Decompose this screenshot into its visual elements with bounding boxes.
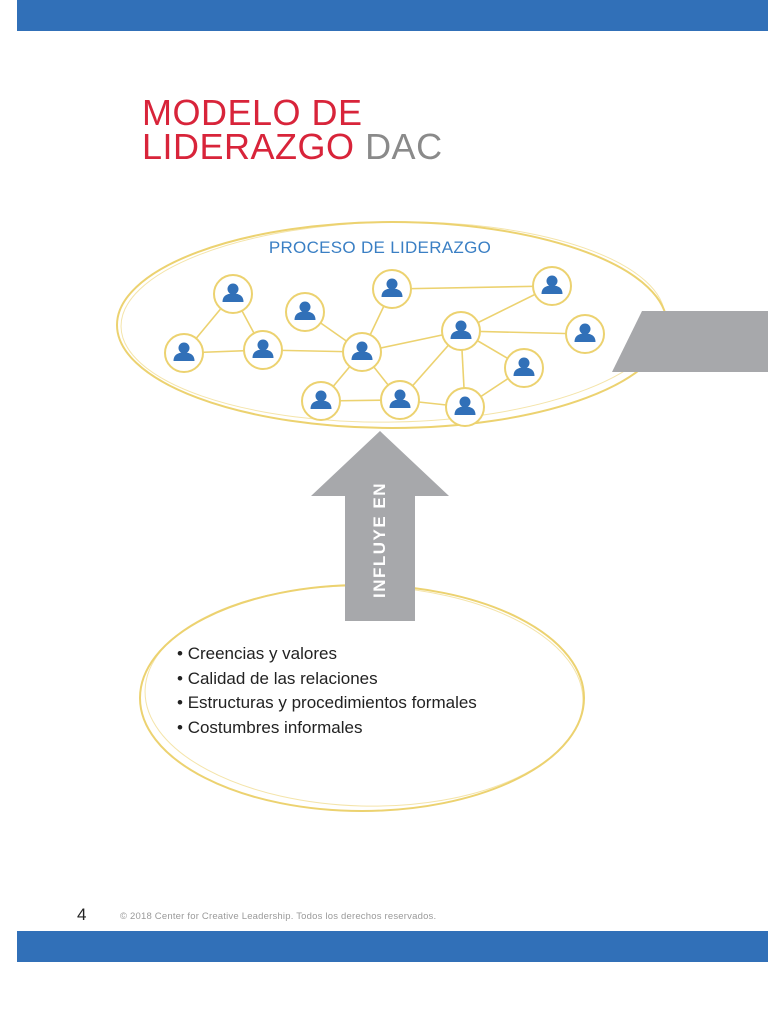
- culture-list: Creencias y valores Calidad de las relac…: [177, 642, 477, 740]
- person-icon: [342, 332, 382, 372]
- person-icon: [213, 274, 253, 314]
- bottom-blue-band: [17, 931, 768, 962]
- side-arrow-shape: [612, 311, 768, 372]
- person-icon: [301, 381, 341, 421]
- person-icon: [441, 311, 481, 351]
- influence-up-arrow: [311, 431, 449, 621]
- list-item: Costumbres informales: [177, 716, 477, 741]
- arrow-label: INFLUYE EN: [370, 481, 389, 599]
- person-icon: [445, 387, 485, 427]
- title-dac: DAC: [365, 126, 443, 167]
- list-item: Calidad de las relaciones: [177, 667, 477, 692]
- list-item: Creencias y valores: [177, 642, 477, 667]
- person-icon: [532, 266, 572, 306]
- top-blue-band: [17, 0, 768, 31]
- person-icon: [164, 333, 204, 373]
- person-icon: [372, 269, 412, 309]
- page-number: 4: [77, 905, 87, 924]
- person-icon: [285, 292, 325, 332]
- copyright-notice: © 2018 Center for Creative Leadership. T…: [120, 911, 437, 922]
- process-label: PROCESO DE LIDERAZGO: [268, 238, 492, 257]
- title-line-1: MODELO DE: [142, 92, 363, 133]
- list-item: Estructuras y procedimientos formales: [177, 691, 477, 716]
- person-icon: [504, 348, 544, 388]
- person-icon: [565, 314, 605, 354]
- title-liderazgo: LIDERAZGO: [142, 126, 355, 167]
- person-icon: [380, 380, 420, 420]
- page-title: MODELO DE LIDERAZGO DAC: [142, 92, 443, 165]
- person-icon: [243, 330, 283, 370]
- title-line-2: LIDERAZGO DAC: [142, 129, 443, 165]
